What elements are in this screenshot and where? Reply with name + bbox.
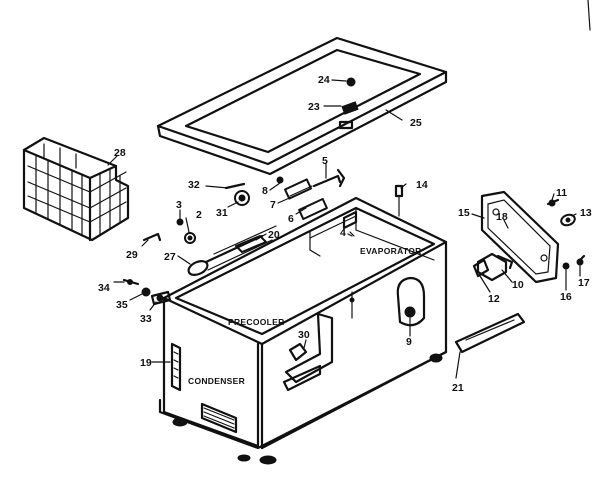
- lid-frame: [156, 36, 448, 176]
- callout-23: 23: [308, 101, 320, 113]
- control-plate: [476, 190, 560, 284]
- condenser-label: CONDENSER: [188, 376, 245, 386]
- callout-29: 29: [126, 249, 138, 261]
- callout-6: 6: [288, 213, 294, 225]
- callout-17: 17: [578, 277, 590, 289]
- callout-3: 3: [176, 199, 182, 211]
- callout-33: 33: [140, 313, 152, 325]
- edge-mark: [587, 0, 591, 31]
- evaporator-label: EVAPORATOR: [360, 246, 422, 256]
- callout-21: 21: [452, 382, 464, 394]
- component-labels: EVAPORATOR PRECOOLER CONDENSER: [188, 246, 422, 386]
- callout-4: 4: [340, 227, 346, 239]
- wire-basket: [22, 136, 130, 242]
- callout-14: 14: [416, 179, 428, 191]
- kick-plate: [454, 312, 526, 354]
- callout-7: 7: [270, 199, 276, 211]
- callout-11: 11: [556, 187, 567, 199]
- callout-27: 27: [164, 251, 176, 263]
- callout-numbers: 24 23 25 28 32 31 8 5 7 6 3 2 29 20 27 3…: [98, 74, 592, 394]
- callout-9: 9: [406, 336, 412, 348]
- callout-24: 24: [318, 74, 330, 86]
- callout-10: 10: [512, 279, 524, 291]
- callout-32: 32: [188, 179, 200, 191]
- callout-13: 13: [580, 207, 592, 219]
- callout-28: 28: [114, 147, 126, 159]
- callout-5: 5: [322, 155, 328, 167]
- callout-12: 12: [488, 293, 500, 305]
- precooler-label: PRECOOLER: [228, 317, 285, 327]
- callout-8: 8: [262, 185, 268, 197]
- callout-30: 30: [298, 329, 310, 341]
- callout-15: 15: [458, 207, 470, 219]
- callout-34: 34: [98, 282, 110, 294]
- callout-19: 19: [140, 357, 152, 369]
- leader-lines: [107, 79, 581, 379]
- callout-35: 35: [116, 299, 128, 311]
- callout-25: 25: [410, 117, 422, 129]
- callout-2: 2: [196, 209, 202, 221]
- freezer-cabinet: [158, 196, 448, 465]
- callout-18: 18: [496, 211, 508, 223]
- callout-31: 31: [216, 207, 228, 219]
- small-parts: [122, 168, 586, 306]
- callout-20: 20: [268, 229, 280, 241]
- callout-16: 16: [560, 291, 572, 303]
